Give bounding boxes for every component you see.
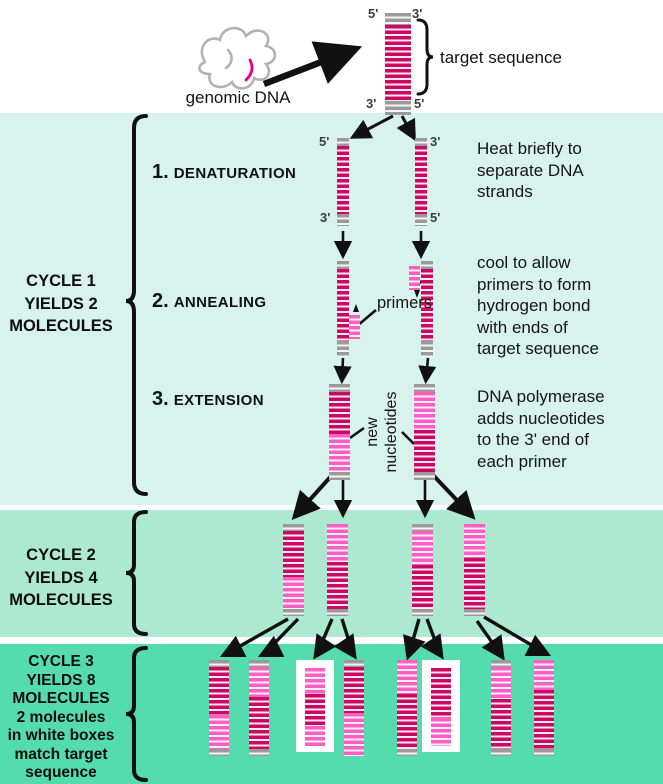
strand-left-end-3: 3' [320,210,331,225]
intro-arrow [262,41,363,88]
dna-molecule [397,660,417,756]
cycle-2-label: CYCLE 2 YIELDS 4 MOLECULES [9,546,113,609]
extension-product-right [414,384,435,480]
extension-product-left [329,384,350,480]
dna-molecule [412,524,433,616]
dna-molecule [249,660,269,756]
step-3-label: 3.EXTENSION [152,388,264,410]
genomic-dna-label: genomic DNA [185,88,291,107]
primers-label: primers [377,294,433,312]
dna-molecule [327,524,348,616]
dna-molecule [534,660,554,756]
target-sequence-label: target sequence [440,48,562,67]
dna-molecule [344,660,364,756]
cycle-3-label: CYCLE 3 YIELDS 8 MOLECULES 2 molecules i… [7,653,115,781]
step-2-number: 2. [152,290,169,312]
dna-molecule-target-match [305,668,325,746]
cycle-1-label: CYCLE 1 YIELDS 2 MOLECULES [9,272,113,335]
dna-molecule [464,524,485,616]
target-end-5-bottom-right: 5' [414,96,425,111]
genomic-dna-squiggle [198,26,277,90]
annealing-strand-left [337,261,349,357]
step-2-label: 2.ANNEALING [152,290,267,312]
target-dna-duplex [385,13,411,115]
dna-molecule [491,660,511,756]
denaturation-note: Heat briefly to separate DNA strands [477,139,584,201]
extension-note: DNA polymerase adds nucleotides to the 3… [477,387,605,471]
step-3-number: 3. [152,388,169,410]
strand-right-end-5: 5' [430,210,441,225]
denatured-strand-right [415,138,427,226]
dna-molecule [283,524,304,616]
dna-molecule [209,660,229,756]
target-end-3-top-right: 3' [412,6,423,21]
dna-molecule-target-match [431,668,451,746]
annealing-note: cool to allow primers to form hydrogen b… [477,253,599,358]
new-nucleotides-label: new nucleotides [364,391,400,473]
strand-left-end-5: 5' [319,134,330,149]
annealing-strand-right [421,261,433,357]
target-end-3-bottom-left: 3' [366,96,377,111]
primer-left [349,315,360,339]
step-1-label: 1.DENATURATION [152,161,297,183]
step-1-number: 1. [152,161,169,183]
genomic-dna-pink-segment [244,58,254,82]
primer-right [409,266,420,290]
strand-right-end-3: 3' [430,134,441,149]
target-end-5-top-left: 5' [368,6,379,21]
denatured-strand-left [337,138,349,226]
target-sequence-brace [416,18,434,96]
